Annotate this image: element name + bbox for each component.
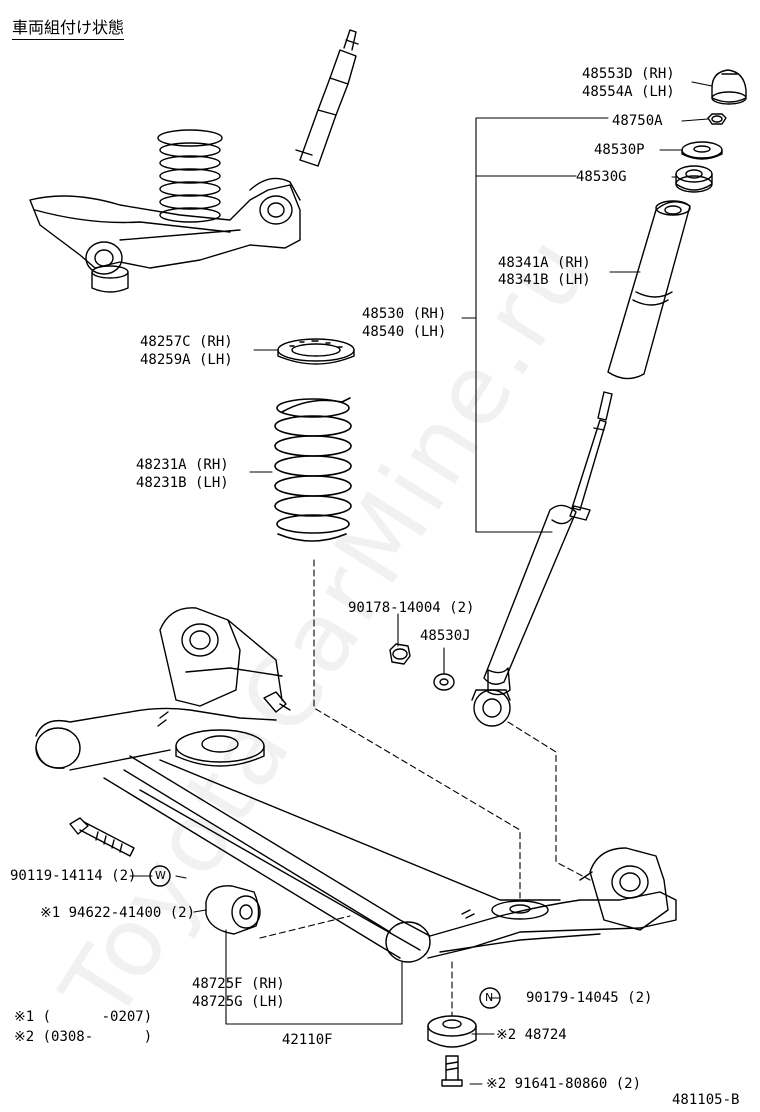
part-label-91641: ※2 91641-80860 (2) (486, 1076, 642, 1092)
dashed-assembly-lines (259, 559, 591, 1017)
installed-view-illustration (29, 29, 359, 293)
marker-w: W (155, 869, 166, 882)
marker-n: N (485, 991, 494, 1004)
part-label-48540: 48540 (LH) (362, 324, 447, 340)
part-label-48231a: 48231A (RH) (136, 457, 229, 473)
part-label-90179: 90179-14045 (2) (526, 990, 653, 1006)
part-label-48341b: 48341B (LH) (498, 272, 591, 288)
part-label-48530p: 48530P (594, 142, 645, 158)
part-label-90178: 90178-14004 (2) (348, 600, 475, 616)
marker-w-circle (149, 865, 171, 887)
washer-48530j (433, 673, 455, 691)
part-label-48530g: 48530G (576, 169, 627, 185)
header-title: 車両組付け状態 (12, 14, 125, 40)
spring-insulator (277, 338, 355, 365)
part-label-42110f: 42110F (282, 1032, 333, 1048)
part-label-48231b: 48231B (LH) (136, 475, 229, 491)
bolt-90119 (69, 817, 135, 857)
part-label-48554a: 48554A (LH) (582, 84, 675, 100)
bushing-48725f (205, 885, 261, 935)
part-label-48725g: 48725G (LH) (192, 994, 285, 1010)
nut-48750a (707, 113, 727, 125)
part-label-48724: ※2 48724 (496, 1027, 567, 1043)
part-label-48257c: 48257C (RH) (140, 334, 233, 350)
part-label-94622: ※1 94622-41400 (2) (40, 905, 196, 921)
nut-90178 (389, 643, 411, 665)
part-label-48341a: 48341A (RH) (498, 255, 591, 271)
part-label-48553d: 48553D (RH) (582, 66, 675, 82)
footnote-1: ※1 ( -0207) (14, 1009, 153, 1025)
part-label-48530: 48530 (RH) (362, 306, 447, 322)
bolt-91641 (441, 1055, 463, 1087)
footnote-2: ※2 (0308- ) (14, 1029, 153, 1045)
part-label-90119: 90119-14114 (2) (10, 868, 137, 884)
upper-mount-cap (711, 69, 747, 105)
bushing-48724 (427, 1015, 477, 1048)
axle-beam (35, 607, 677, 963)
leader-lines (129, 81, 713, 1085)
washer-48530p (681, 141, 723, 160)
part-label-48259a: 48259A (LH) (140, 352, 233, 368)
part-label-48725f: 48725F (RH) (192, 976, 285, 992)
part-label-48750a: 48750A (612, 113, 663, 129)
shock-absorber (471, 391, 613, 727)
part-label-48530j: 48530J (420, 628, 471, 644)
seat-48530g (675, 165, 713, 193)
marker-n-circle (479, 987, 501, 1009)
coil-spring (274, 397, 352, 542)
figure-id: 481105-B (672, 1092, 740, 1108)
dust-boot (607, 200, 691, 380)
